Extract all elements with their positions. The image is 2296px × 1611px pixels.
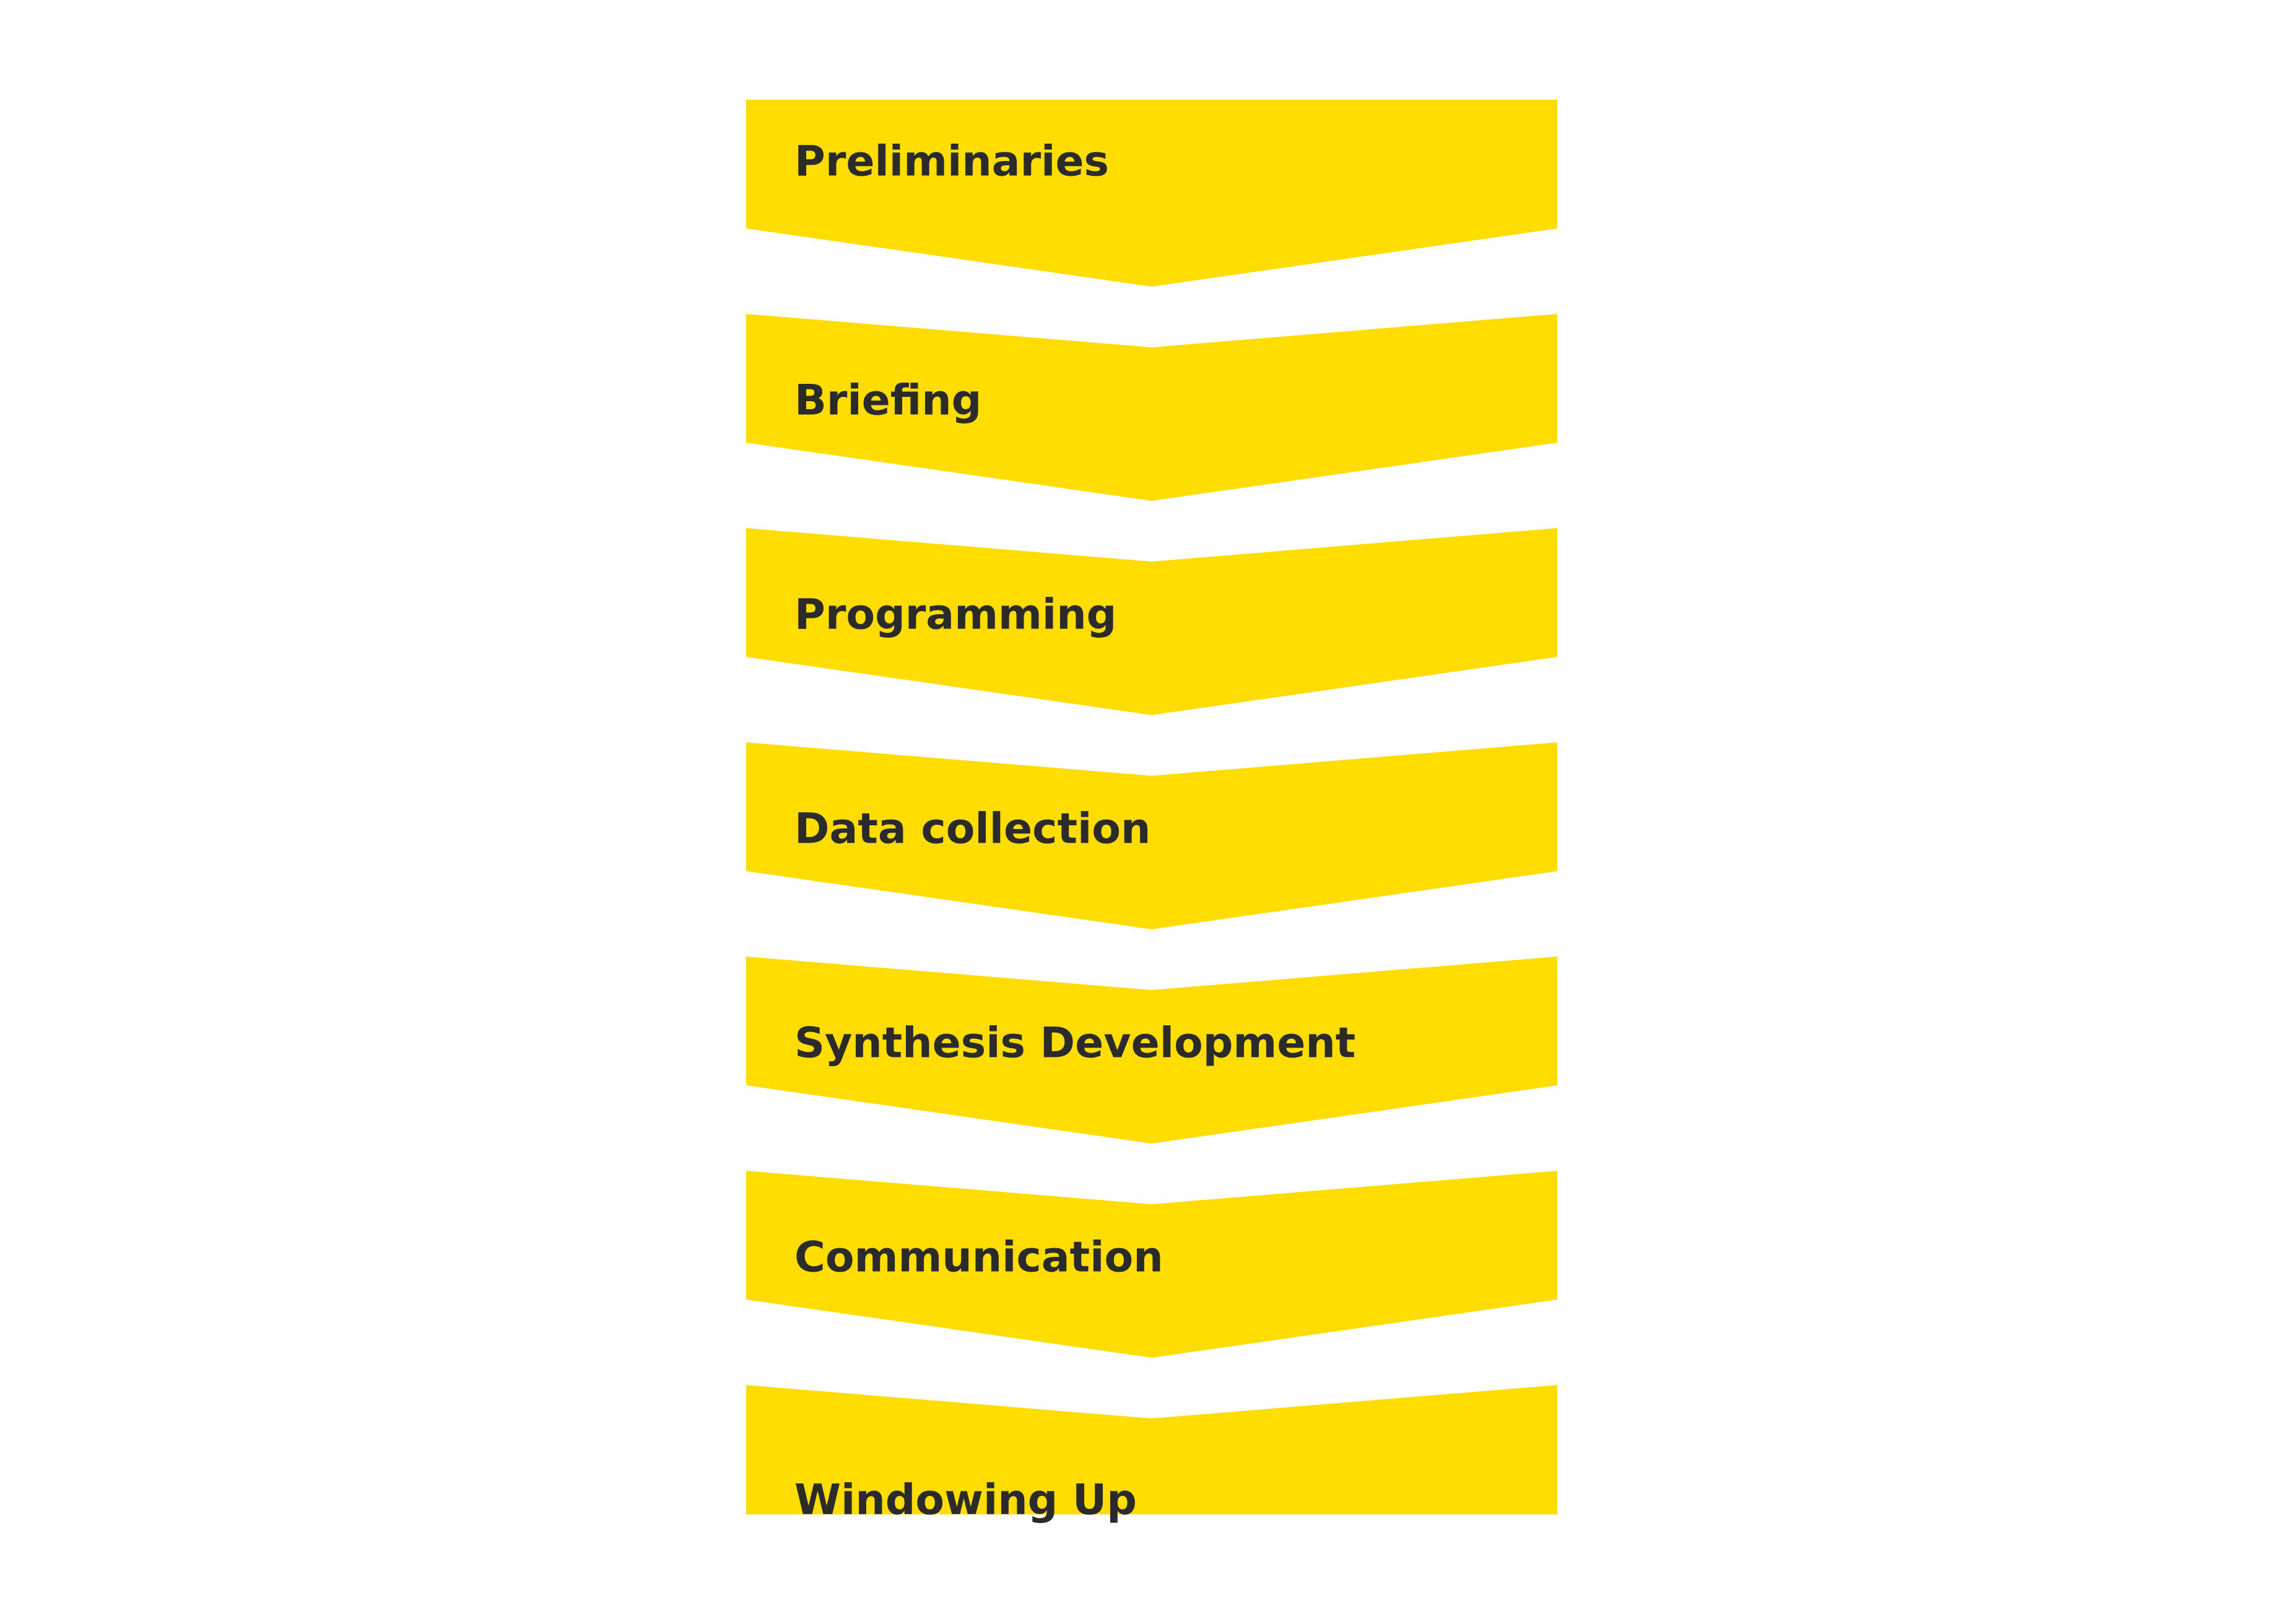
process-step-shape (746, 1171, 1557, 1358)
process-step-label: Communication (794, 1233, 1163, 1282)
process-step-label: Preliminaries (794, 137, 1109, 186)
process-step-shape (746, 314, 1557, 501)
process-step-shape (746, 528, 1557, 715)
process-step-label: Programming (794, 591, 1116, 640)
process-step-label: Data collection (794, 805, 1150, 854)
process-step-shape (746, 100, 1557, 287)
process-step-label: Synthesis Development (794, 1019, 1355, 1068)
process-step-label: Windowing Up (794, 1476, 1137, 1525)
process-step-label: Briefing (794, 376, 981, 425)
process-step-shape (746, 742, 1557, 929)
process-step-shape (746, 1385, 1557, 1514)
process-step-shape (746, 957, 1557, 1144)
